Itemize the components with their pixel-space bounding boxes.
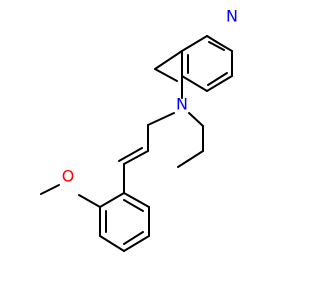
bond-top-to-pyridine [154,50,183,70]
bond-benzene-methoxy-o [78,194,101,208]
bond-alkene-double [118,147,143,162]
bond-pyr-c4-c5 [181,75,208,92]
bond-benzene-4-5 [123,235,150,252]
bond-pyr-c5-c6-inner [207,72,228,86]
bond-amine-allyl-ch2 [147,112,175,126]
bond-amine-propyl-1 [188,112,204,127]
bond-methoxy-o-ch3 [40,184,60,195]
bond-pyr-n-c2 [206,35,221,45]
bond-layer [40,35,233,252]
chemical-structure-canvas: N N O [40,6,238,252]
amine-nitrogen-label: N [176,95,188,114]
bond-benzene-3-4 [99,235,125,252]
bond-propyl-2-3 [177,150,204,168]
bond-pyr-c2-c3 [181,35,208,52]
methoxy-oxygen-label: O [62,167,75,186]
bond-benzene-inner-2 [123,231,144,245]
bond-pyr-c2-inner [208,41,225,51]
bond-benzene-1-2 [99,192,125,208]
bond-benzene-inner-3 [123,199,144,212]
molecule-diagram: N N O [40,7,238,252]
bond-pyr-c7-n [219,43,233,52]
bond-benzene-6-1 [123,192,150,208]
bond-alkene-1 [123,150,149,165]
bond-pyr-c5-c6 [206,75,233,92]
bond-amine-top [154,68,178,82]
atom-label-layer: N N O [62,7,238,186]
pyridine-nitrogen-label: N [226,7,238,26]
